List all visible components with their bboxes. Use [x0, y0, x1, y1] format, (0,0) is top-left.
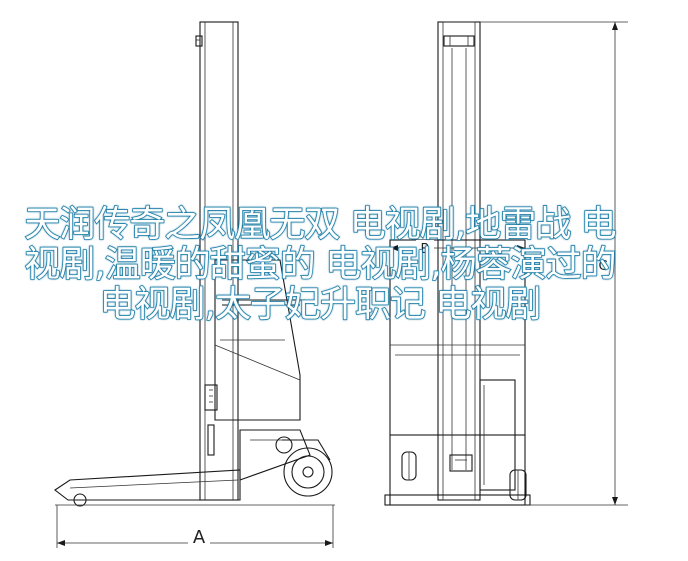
front-side-panel: [479, 379, 516, 491]
dimension-a: A: [56, 505, 334, 549]
side-view: [54, 21, 335, 507]
front-base: [384, 494, 531, 506]
dimension-b: B: [390, 240, 525, 257]
watermark-caption: 天润传奇之凤凰无双 电视剧,地雷战 电视剧,温暖的甜蜜的 电视剧,杨蓉演过的电视…: [24, 204, 618, 326]
front-mast-cap: [443, 35, 475, 47]
side-control-box: [204, 384, 218, 411]
side-load-wheel: [73, 493, 87, 507]
dimension-c: C: [480, 21, 628, 506]
side-drive-wheel: [283, 447, 333, 497]
dimension-c-label: C: [598, 259, 607, 274]
front-view: [384, 21, 531, 506]
front-body: [389, 239, 526, 436]
front-carriage: [449, 454, 473, 472]
side-chassis: [239, 429, 311, 481]
side-body: [214, 259, 301, 421]
side-fork: [54, 469, 241, 501]
side-caster-wheel: [275, 436, 293, 454]
dimension-a-label: A: [193, 527, 206, 548]
dimension-b-label: B: [421, 242, 430, 257]
